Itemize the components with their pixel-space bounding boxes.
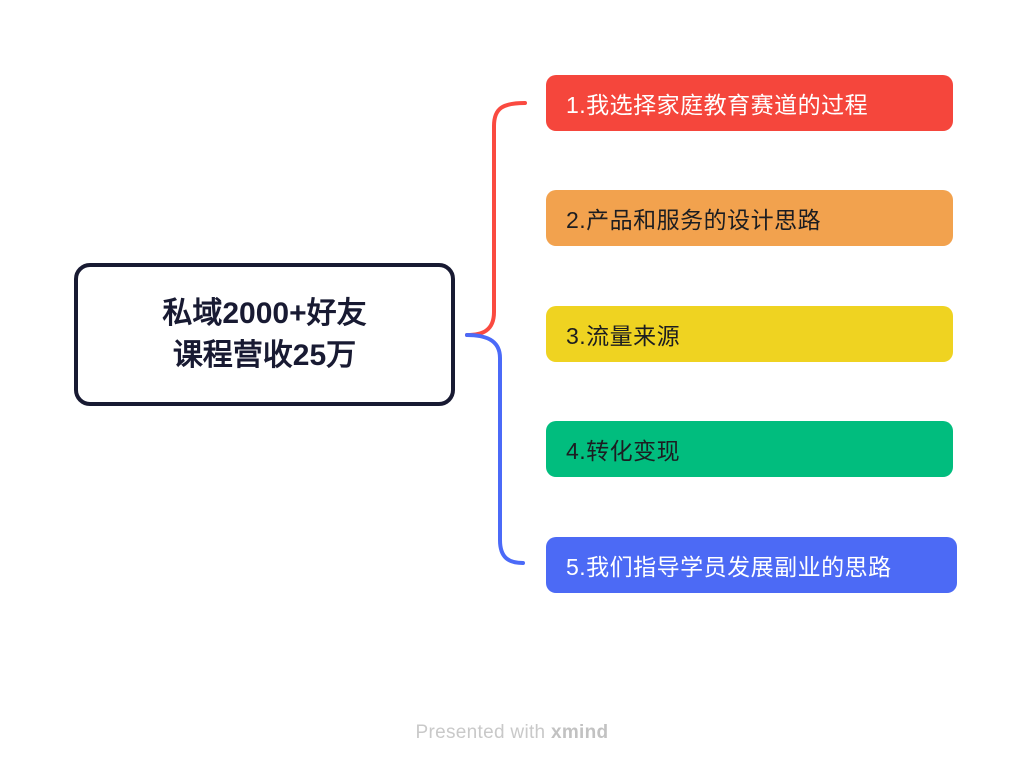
branch-topic-1[interactable]: 1.我选择家庭教育赛道的过程 xyxy=(546,75,953,131)
branch-topic-3-label: 3.流量来源 xyxy=(566,323,681,349)
branch-topic-3[interactable]: 3.流量来源 xyxy=(546,306,953,362)
branch-topic-1-label: 1.我选择家庭教育赛道的过程 xyxy=(566,92,869,118)
xmind-watermark: Presented with xmind xyxy=(0,722,1024,744)
connector-to-branch-5 xyxy=(465,333,525,565)
branch-topic-4[interactable]: 4.转化变现 xyxy=(546,421,953,477)
branch-topic-5-label: 5.我们指导学员发展副业的思路 xyxy=(566,554,892,580)
root-topic-line-2: 课程营收25万 xyxy=(172,338,357,372)
branch-topic-2-label: 2.产品和服务的设计思路 xyxy=(566,207,822,233)
watermark-brand: xmind xyxy=(551,722,609,743)
connector-to-branch-1 xyxy=(465,101,527,337)
branch-topic-4-label: 4.转化变现 xyxy=(566,438,681,464)
branch-topic-5[interactable]: 5.我们指导学员发展副业的思路 xyxy=(546,537,957,593)
branch-topic-2[interactable]: 2.产品和服务的设计思路 xyxy=(546,190,953,246)
root-topic-line-1: 私域2000+好友 xyxy=(162,296,367,330)
root-topic[interactable]: 私域2000+好友 课程营收25万 xyxy=(74,263,455,406)
watermark-prefix: Presented with xyxy=(415,722,551,743)
